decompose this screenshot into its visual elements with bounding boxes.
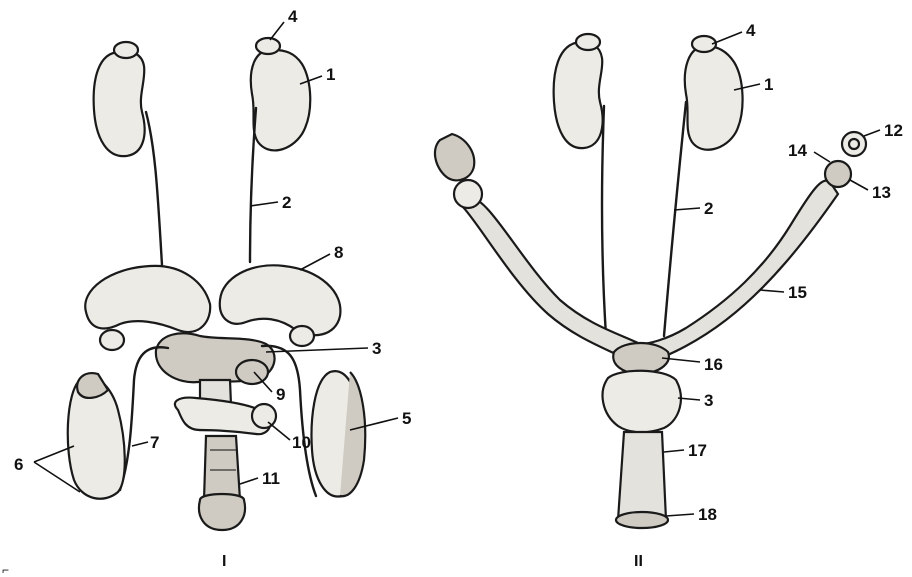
leader-17-II <box>664 450 684 452</box>
label-5-I: 5 <box>402 409 411 428</box>
uterine-horn-left <box>462 198 640 362</box>
label-3-I: 3 <box>372 339 381 358</box>
seminal-vesicle-right <box>220 265 341 335</box>
leader-14-II <box>814 152 830 162</box>
leader-11-I <box>240 478 258 484</box>
leader-2-I <box>250 202 278 206</box>
label-1-II: 1 <box>764 75 773 94</box>
leader-4-I <box>270 22 284 40</box>
gland-bulb-right-male <box>290 326 314 346</box>
ureter-left-male <box>146 112 162 265</box>
leader-10-I <box>268 422 290 440</box>
glans <box>199 494 245 530</box>
label-3-II: 3 <box>704 391 713 410</box>
leader-4-II <box>712 32 742 44</box>
leader-18-II <box>666 514 694 516</box>
label-13-II: 13 <box>872 183 891 202</box>
kidney-left-female <box>554 42 603 148</box>
label-15-II: 15 <box>788 283 807 302</box>
label-12-II: 12 <box>884 121 903 140</box>
label-14-II: 14 <box>788 141 807 160</box>
kidney-right-male <box>251 50 310 151</box>
label-9-I: 9 <box>276 385 285 404</box>
gland-10-round <box>252 404 276 428</box>
leader-8-I <box>300 254 330 270</box>
panel-female: 4 1 12 14 13 2 15 16 3 17 18 II <box>435 21 903 570</box>
prostate-lobe-9 <box>236 360 268 384</box>
label-1-I: 1 <box>326 65 335 84</box>
kidney-right-female <box>685 46 743 150</box>
infundibulum-left <box>454 180 482 208</box>
leader-13-II <box>850 180 868 190</box>
label-2-I: 2 <box>282 193 291 212</box>
label-10-I: 10 <box>292 433 311 452</box>
leader-15-II <box>760 290 784 292</box>
label-2-II: 2 <box>704 199 713 218</box>
label-18-II: 18 <box>698 505 717 524</box>
caption-I: I <box>222 553 226 570</box>
label-8-I: 8 <box>334 243 343 262</box>
ureter-right-male <box>250 108 256 262</box>
caption-II: II <box>634 553 643 570</box>
adrenal-left-male <box>114 42 138 58</box>
vagina <box>618 432 666 520</box>
penis-shaft <box>204 436 240 500</box>
gland-bulb-left-male <box>100 330 124 350</box>
bladder-female <box>603 371 681 433</box>
label-6-I: 6 <box>14 455 23 474</box>
vaginal-opening <box>616 512 668 528</box>
ureter-left-female <box>602 106 606 336</box>
kidney-left-male <box>94 52 145 157</box>
label-17-II: 17 <box>688 441 707 460</box>
leader-7-I <box>132 442 148 446</box>
label-4-I: 4 <box>288 7 298 26</box>
leader-2-II <box>674 208 700 210</box>
uterus-body <box>613 343 669 374</box>
epididymis-left <box>77 373 108 398</box>
label-7-I: 7 <box>150 433 159 452</box>
infundibulum-right <box>825 161 851 187</box>
label-16-II: 16 <box>704 355 723 374</box>
ureter-right-female <box>664 102 686 336</box>
ovary-right-inner <box>849 139 859 149</box>
seminal-vesicle-left <box>85 266 210 332</box>
label-11-I: 11 <box>262 469 280 488</box>
label-4-II: 4 <box>746 21 756 40</box>
adrenal-left-female <box>576 34 600 50</box>
corner-mark: ⌐ <box>2 563 9 577</box>
adrenal-right-male <box>256 38 280 54</box>
leader-12-II <box>864 130 880 136</box>
panel-male: 4 1 2 8 3 9 5 10 6 7 11 I <box>14 7 411 570</box>
ovary-left <box>435 134 474 180</box>
